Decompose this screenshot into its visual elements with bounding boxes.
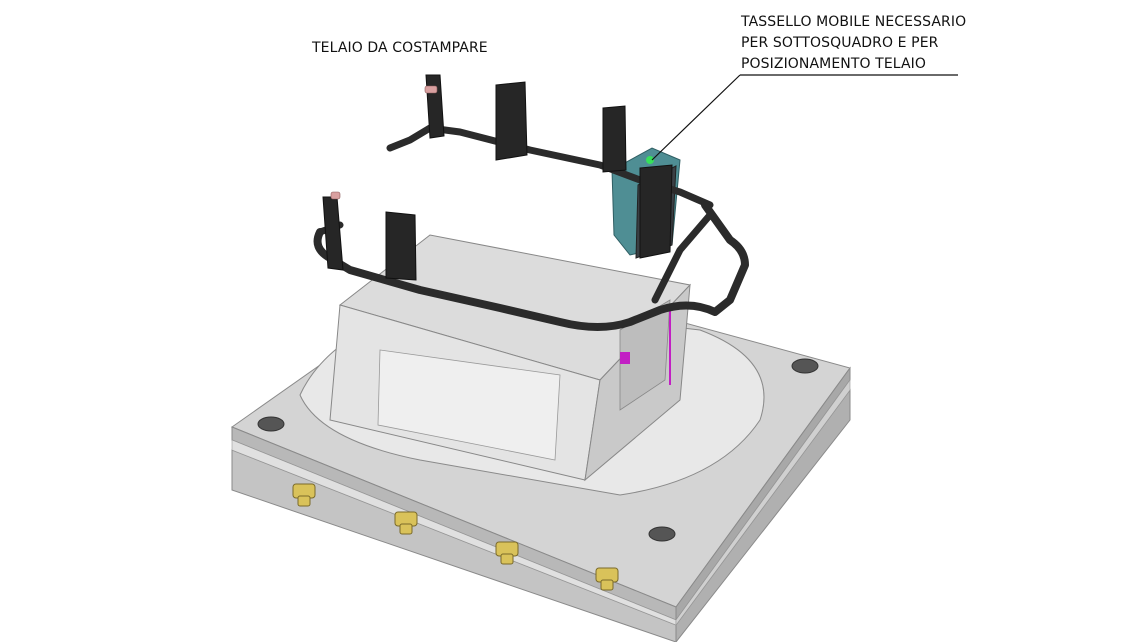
locating-pins: [330, 85, 438, 200]
locating-pin: [424, 85, 438, 94]
frame-label: TELAIO DA COSTAMPARE: [312, 40, 488, 56]
insert-indicator: [646, 156, 654, 164]
frame-tab: [385, 211, 417, 281]
magenta-marker: [620, 352, 630, 364]
insert-label-line: TASSELLO MOBILE NECESSARIO: [741, 14, 967, 30]
insert-label-line: PER SOTTOSQUADRO E PER: [741, 35, 939, 51]
insert-callout-leader: [651, 74, 958, 161]
bolt-hole: [791, 358, 819, 374]
lower-plate-ledge-side: [675, 379, 851, 626]
leader-diagonal: [651, 74, 741, 161]
frame-tab: [602, 105, 627, 173]
fitting: [495, 541, 519, 565]
locating-pin: [330, 191, 341, 200]
frame-tab: [639, 164, 673, 259]
molded-part-core: [329, 234, 691, 482]
bolt-hole: [257, 416, 285, 432]
insert-label-line: POSIZIONAMENTO TELAIO: [741, 56, 927, 72]
fitting: [595, 567, 619, 591]
core-window: [377, 349, 561, 461]
cooling-fittings: [292, 483, 619, 591]
fitting: [394, 511, 418, 535]
bolt-hole: [648, 526, 676, 542]
insert-label: TASSELLO MOBILE NECESSARIO PER SOTTOSQUA…: [741, 12, 966, 75]
frame-tabs: [322, 74, 673, 281]
frame-tab: [495, 81, 528, 161]
frame-front-rail: [313, 201, 749, 331]
fitting: [292, 483, 316, 507]
